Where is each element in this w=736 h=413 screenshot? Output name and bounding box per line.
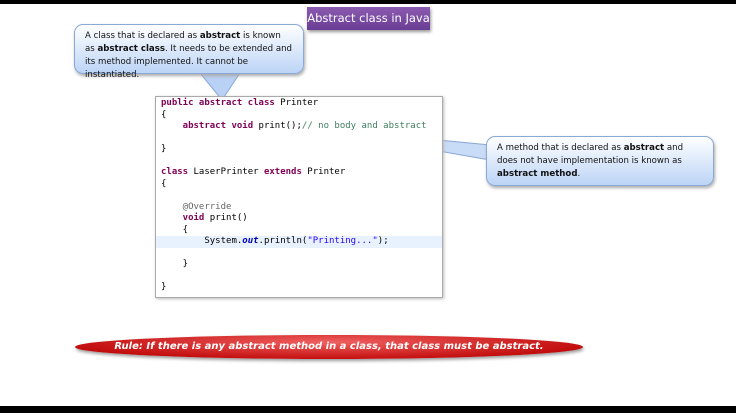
identifier: ); [377,236,389,246]
field: out [242,236,259,246]
slide-title: Abstract class in Java [307,7,430,30]
code-line: class LaserPrinter extends Printer [156,167,442,179]
code-line: } [161,259,189,269]
text: . It needs to be extended and its method… [85,44,293,80]
keyword: public abstract class [161,98,275,108]
code-line: public abstract class Printer [156,98,442,110]
text: is known as [85,31,281,54]
code-line: abstract void print();// no body and abs… [156,121,442,133]
identifier: .println( [258,236,308,246]
identifier: Printer [274,98,319,108]
text: and does not have implementation is know… [497,143,684,166]
code-line: { [161,178,167,189]
keyword: abstract void [161,121,254,131]
code-line-highlighted: System.out.println("Printing..."); [156,236,442,248]
keyword: void [161,213,205,223]
code-line: } [161,144,167,154]
code-line: { [161,109,167,120]
comment: // no body and abstract [301,121,427,131]
identifier: LaserPrinter [188,167,264,177]
keyword: extends [263,167,302,177]
abstract-class-callout: A class that is declared as abstract is … [74,24,304,80]
bold-text: abstract [623,143,665,153]
abstract-method-callout: A method that is declared as abstract an… [486,136,714,186]
text: A method that is declared as [497,143,624,153]
code-line: { [161,224,189,235]
bottom-bar [0,406,736,413]
text: A class that is declared as [85,31,200,41]
bold-text: abstract [199,31,241,41]
rule-banner: Rule: If there is any abstract method in… [75,335,583,359]
bold-text: abstract method [497,169,578,179]
top-bar [0,0,736,4]
identifier: System. [161,236,243,246]
string-literal: "Printing..." [307,236,378,246]
identifier: print() [204,213,248,223]
code-line-annotation: @Override [161,201,232,212]
bold-text: abstract class [97,44,165,54]
text: . [577,169,581,179]
code-line: } [161,282,167,292]
keyword: class [161,167,189,177]
code-editor: public abstract class Printer { abstract… [155,96,443,298]
identifier: print(); [253,121,302,131]
code-line: void print() [156,213,442,225]
identifier: Printer [301,167,346,177]
